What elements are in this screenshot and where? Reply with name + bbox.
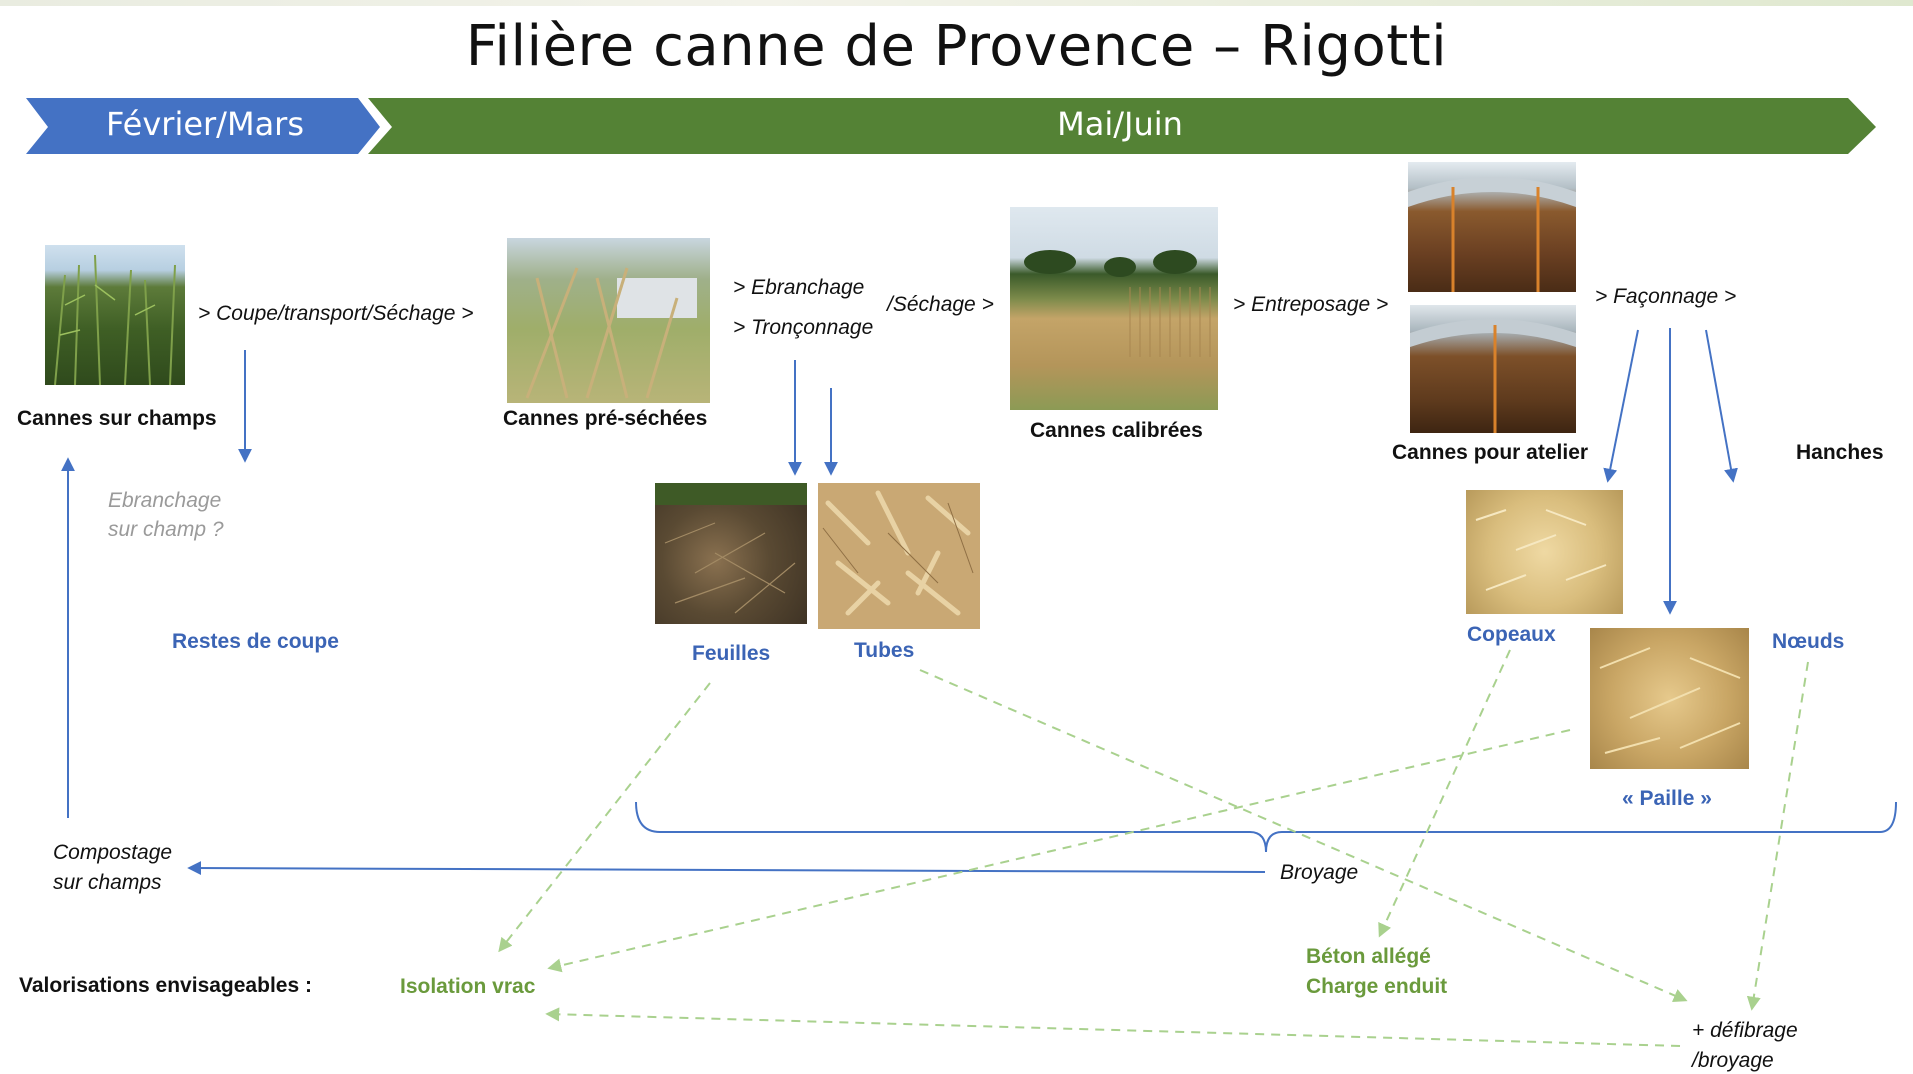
step-ebranchage: > Ebranchage — [733, 276, 865, 299]
photo-copeaux — [1466, 490, 1623, 614]
page-title: Filière canne de Provence – Rigotti — [465, 14, 1448, 79]
valorisations-heading: Valorisations envisageables : — [19, 974, 312, 997]
photo-tubes — [818, 483, 980, 629]
step-faconnage: > Façonnage > — [1595, 285, 1737, 308]
dash-noeuds-defibrage — [1746, 661, 1809, 1011]
photo-cannes-pre-sechees — [507, 238, 710, 403]
phase2-label: Mai/Juin — [1057, 105, 1183, 143]
process-compostage-line1: Compostage — [53, 841, 173, 864]
step-sechage: /Séchage > — [887, 293, 994, 316]
valorisation-charge-enduit: Charge enduit — [1306, 975, 1448, 998]
byproduct-copeaux: Copeaux — [1467, 623, 1556, 646]
step-entreposage: > Entreposage > — [1233, 293, 1389, 316]
label-cannes-pour-atelier: Cannes pour atelier — [1392, 441, 1589, 464]
dash-defibrage-isolation — [545, 1007, 1681, 1047]
photo-cannes-atelier-2 — [1410, 305, 1576, 433]
arrow-broyage-compost — [187, 861, 1266, 876]
process-defibrage-line2: /broyage — [1692, 1049, 1774, 1072]
label-hanches: Hanches — [1796, 441, 1884, 464]
dash-paille-isolation — [547, 729, 1571, 973]
phase1-label: Février/Mars — [106, 105, 304, 143]
arrow-to-copeaux — [1603, 329, 1639, 483]
arrow-to-hanches — [1705, 329, 1738, 483]
photo-cannes-calibrees — [1010, 207, 1218, 410]
photo-cannes-atelier-1 — [1408, 162, 1576, 292]
top-decor-strip — [0, 0, 1913, 6]
photo-feuilles — [655, 483, 807, 624]
step-coupe: > Coupe/transport/Séchage > — [198, 302, 474, 325]
process-broyage: Broyage — [1280, 861, 1359, 884]
label-cannes-pre-sechees: Cannes pré-séchées — [503, 407, 708, 430]
process-compostage-line2: sur champs — [53, 871, 162, 894]
brace-broyage — [635, 801, 1897, 853]
byproduct-tubes: Tubes — [854, 639, 915, 662]
step-ebranchage-champ-line1: Ebranchage — [108, 489, 222, 512]
step-tronconnage: > Tronçonnage — [733, 316, 874, 339]
phase1-arrow — [26, 98, 380, 154]
process-defibrage-line1: + défibrage — [1692, 1019, 1798, 1042]
byproduct-noeuds: Nœuds — [1772, 630, 1845, 653]
photo-paille — [1590, 628, 1749, 769]
dash-feuilles-isolation — [498, 682, 711, 953]
photo-cannes-sur-champs — [45, 245, 185, 385]
byproduct-restes-de-coupe: Restes de coupe — [172, 630, 339, 653]
label-cannes-sur-champs: Cannes sur champs — [17, 407, 217, 430]
step-ebranchage-champ-line2: sur champ ? — [108, 518, 224, 541]
byproduct-feuilles: Feuilles — [692, 642, 771, 665]
valorisation-beton-allege: Béton allégé — [1306, 945, 1431, 968]
valorisation-isolation-vrac: Isolation vrac — [400, 975, 536, 998]
byproduct-paille: « Paille » — [1622, 787, 1712, 810]
timeline-banner — [26, 98, 1876, 154]
label-cannes-calibrees: Cannes calibrées — [1030, 419, 1203, 442]
dash-tubes-defibrage — [919, 669, 1688, 1002]
phase2-arrow — [368, 98, 1876, 154]
dash-copeaux-beton — [1378, 649, 1511, 938]
